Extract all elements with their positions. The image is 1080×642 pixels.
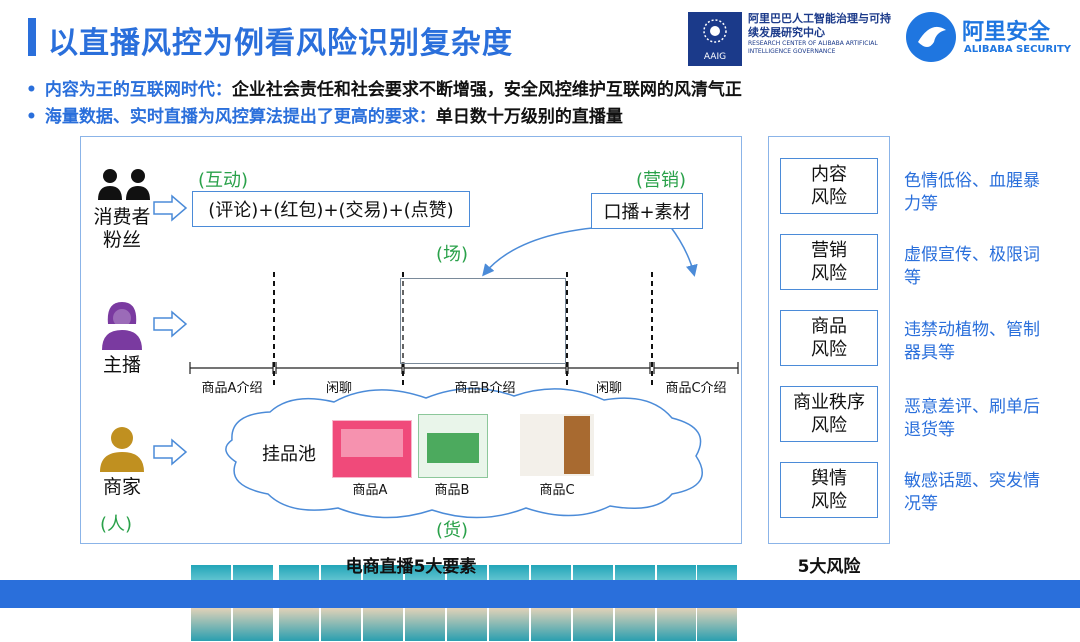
product-a-image [332, 420, 412, 478]
bullet-2-text: 单日数十万级别的直播量 [435, 107, 623, 127]
footer-bar [0, 580, 1080, 608]
scene-tag: (场) [436, 244, 469, 265]
risks-caption: 5大风险 [797, 557, 861, 577]
product-c-image [520, 414, 594, 476]
merchant-arrow-icon [153, 438, 188, 466]
product-a-card [341, 429, 403, 457]
role-consumer-fans: 消费者 粉丝 [93, 206, 151, 251]
bullet-1-key: 内容为王的互联网时代： [44, 80, 232, 100]
marketing-to-scene-arrow [482, 225, 621, 277]
alibaba-security-emblem [918, 26, 946, 47]
product-b-box [427, 433, 479, 463]
marketing-tag: (营销) [636, 170, 687, 191]
shelf-pool-label: 挂品池 [262, 444, 316, 465]
host-arrow-icon [153, 310, 188, 338]
elements-caption: 电商直播5大要素 [345, 557, 477, 577]
aaig-org-en: RESEARCH CENTER OF ALIBABA ARTIFICIAL IN… [748, 40, 878, 55]
segment-range-lines [189, 362, 739, 374]
host-icon [102, 302, 142, 350]
aaig-org-name: 阿里巴巴人工智能治理与可持续发展研究中心 RESEARCH CENTER OF … [748, 12, 898, 56]
live-commerce-elements-panel [80, 136, 742, 544]
product-label: 商品A [352, 483, 388, 498]
bullet-1-text: 企业社会责任和社会要求不断增强，安全风控维护互联网的风清气正 [231, 80, 742, 100]
aaig-emblem-icon [703, 19, 727, 43]
segment-separators [273, 272, 653, 388]
bullet-1: • 内容为王的互联网时代：企业社会责任和社会要求不断增强，安全风控维护互联网的风清… [26, 75, 742, 100]
alibaba-security-name: 阿里安全 [962, 20, 1051, 45]
segment-label: 商品A介绍 [201, 381, 263, 396]
goods-tag: (货) [436, 520, 469, 541]
aaig-logo: AAIG [688, 12, 742, 66]
bullet-dot: • [26, 80, 37, 100]
consumer-fans-icon [98, 169, 150, 200]
risk-business-order-box: 商业秩序 风险 [780, 386, 878, 442]
logo-group: AAIG 阿里巴巴人工智能治理与可持续发展研究中心 RESEARCH CENTE… [688, 10, 1072, 68]
interaction-box: (评论)+(红包)+(交易)+(点赞) [192, 191, 470, 227]
aaig-badge-text: AAIG [703, 52, 727, 62]
scene-highlight-box [400, 278, 566, 364]
product-label: 商品C [539, 483, 575, 498]
role-host: 主播 [102, 354, 141, 376]
segment-label: 商品C介绍 [665, 381, 727, 396]
risk-marketing-desc: 虚假宣传、极限词等 [904, 245, 1040, 288]
risk-content-box: 内容 风险 [780, 158, 878, 214]
marketing-to-segment-c-arrow [669, 225, 698, 277]
interaction-tag: (互动) [198, 170, 249, 191]
page-title: 以直播风控为例看风险识别复杂度 [48, 26, 513, 61]
alibaba-security-en: ALIBABA SECURITY [964, 44, 1072, 55]
bullet-2: • 海量数据、实时直播为风控算法提出了更高的要求：单日数十万级别的直播量 [26, 102, 623, 127]
risk-business-order-desc: 恶意差评、刷单后退货等 [904, 397, 1040, 440]
risk-public-opinion-box: 舆情 风险 [780, 462, 878, 518]
segment-label: 商品B介绍 [454, 381, 516, 396]
segment-label: 闲聊 [325, 381, 352, 396]
risk-marketing-box: 营销 风险 [780, 234, 878, 290]
product-b-image [418, 414, 488, 478]
aaig-org-cn: 阿里巴巴人工智能治理与可持续发展研究中心 [748, 12, 891, 39]
product-c-box [564, 416, 590, 474]
segment-label: 闲聊 [595, 381, 622, 396]
role-arrows [153, 194, 188, 466]
livestream-filmstrip [190, 278, 738, 642]
risk-product-desc: 违禁动植物、管制器具等 [904, 320, 1040, 363]
risk-panel [768, 136, 890, 544]
people-tag: (人) [100, 514, 133, 535]
bullet-dot: • [26, 107, 37, 127]
title-accent-bar [28, 18, 36, 56]
alibaba-security-logo-icon [906, 12, 956, 62]
bullet-2-key: 海量数据、实时直播为风控算法提出了更高的要求： [44, 107, 436, 127]
marketing-box: 口播+素材 [591, 193, 703, 229]
role-merchant: 商家 [102, 476, 141, 498]
merchant-icon [100, 427, 144, 472]
consumer-arrow-icon [153, 194, 188, 222]
product-label: 商品B [434, 483, 470, 498]
risk-public-opinion-desc: 敏感话题、突发情况等 [904, 471, 1040, 514]
risk-content-desc: 色情低俗、血腥暴力等 [904, 171, 1040, 214]
risk-product-box: 商品 风险 [780, 310, 878, 366]
